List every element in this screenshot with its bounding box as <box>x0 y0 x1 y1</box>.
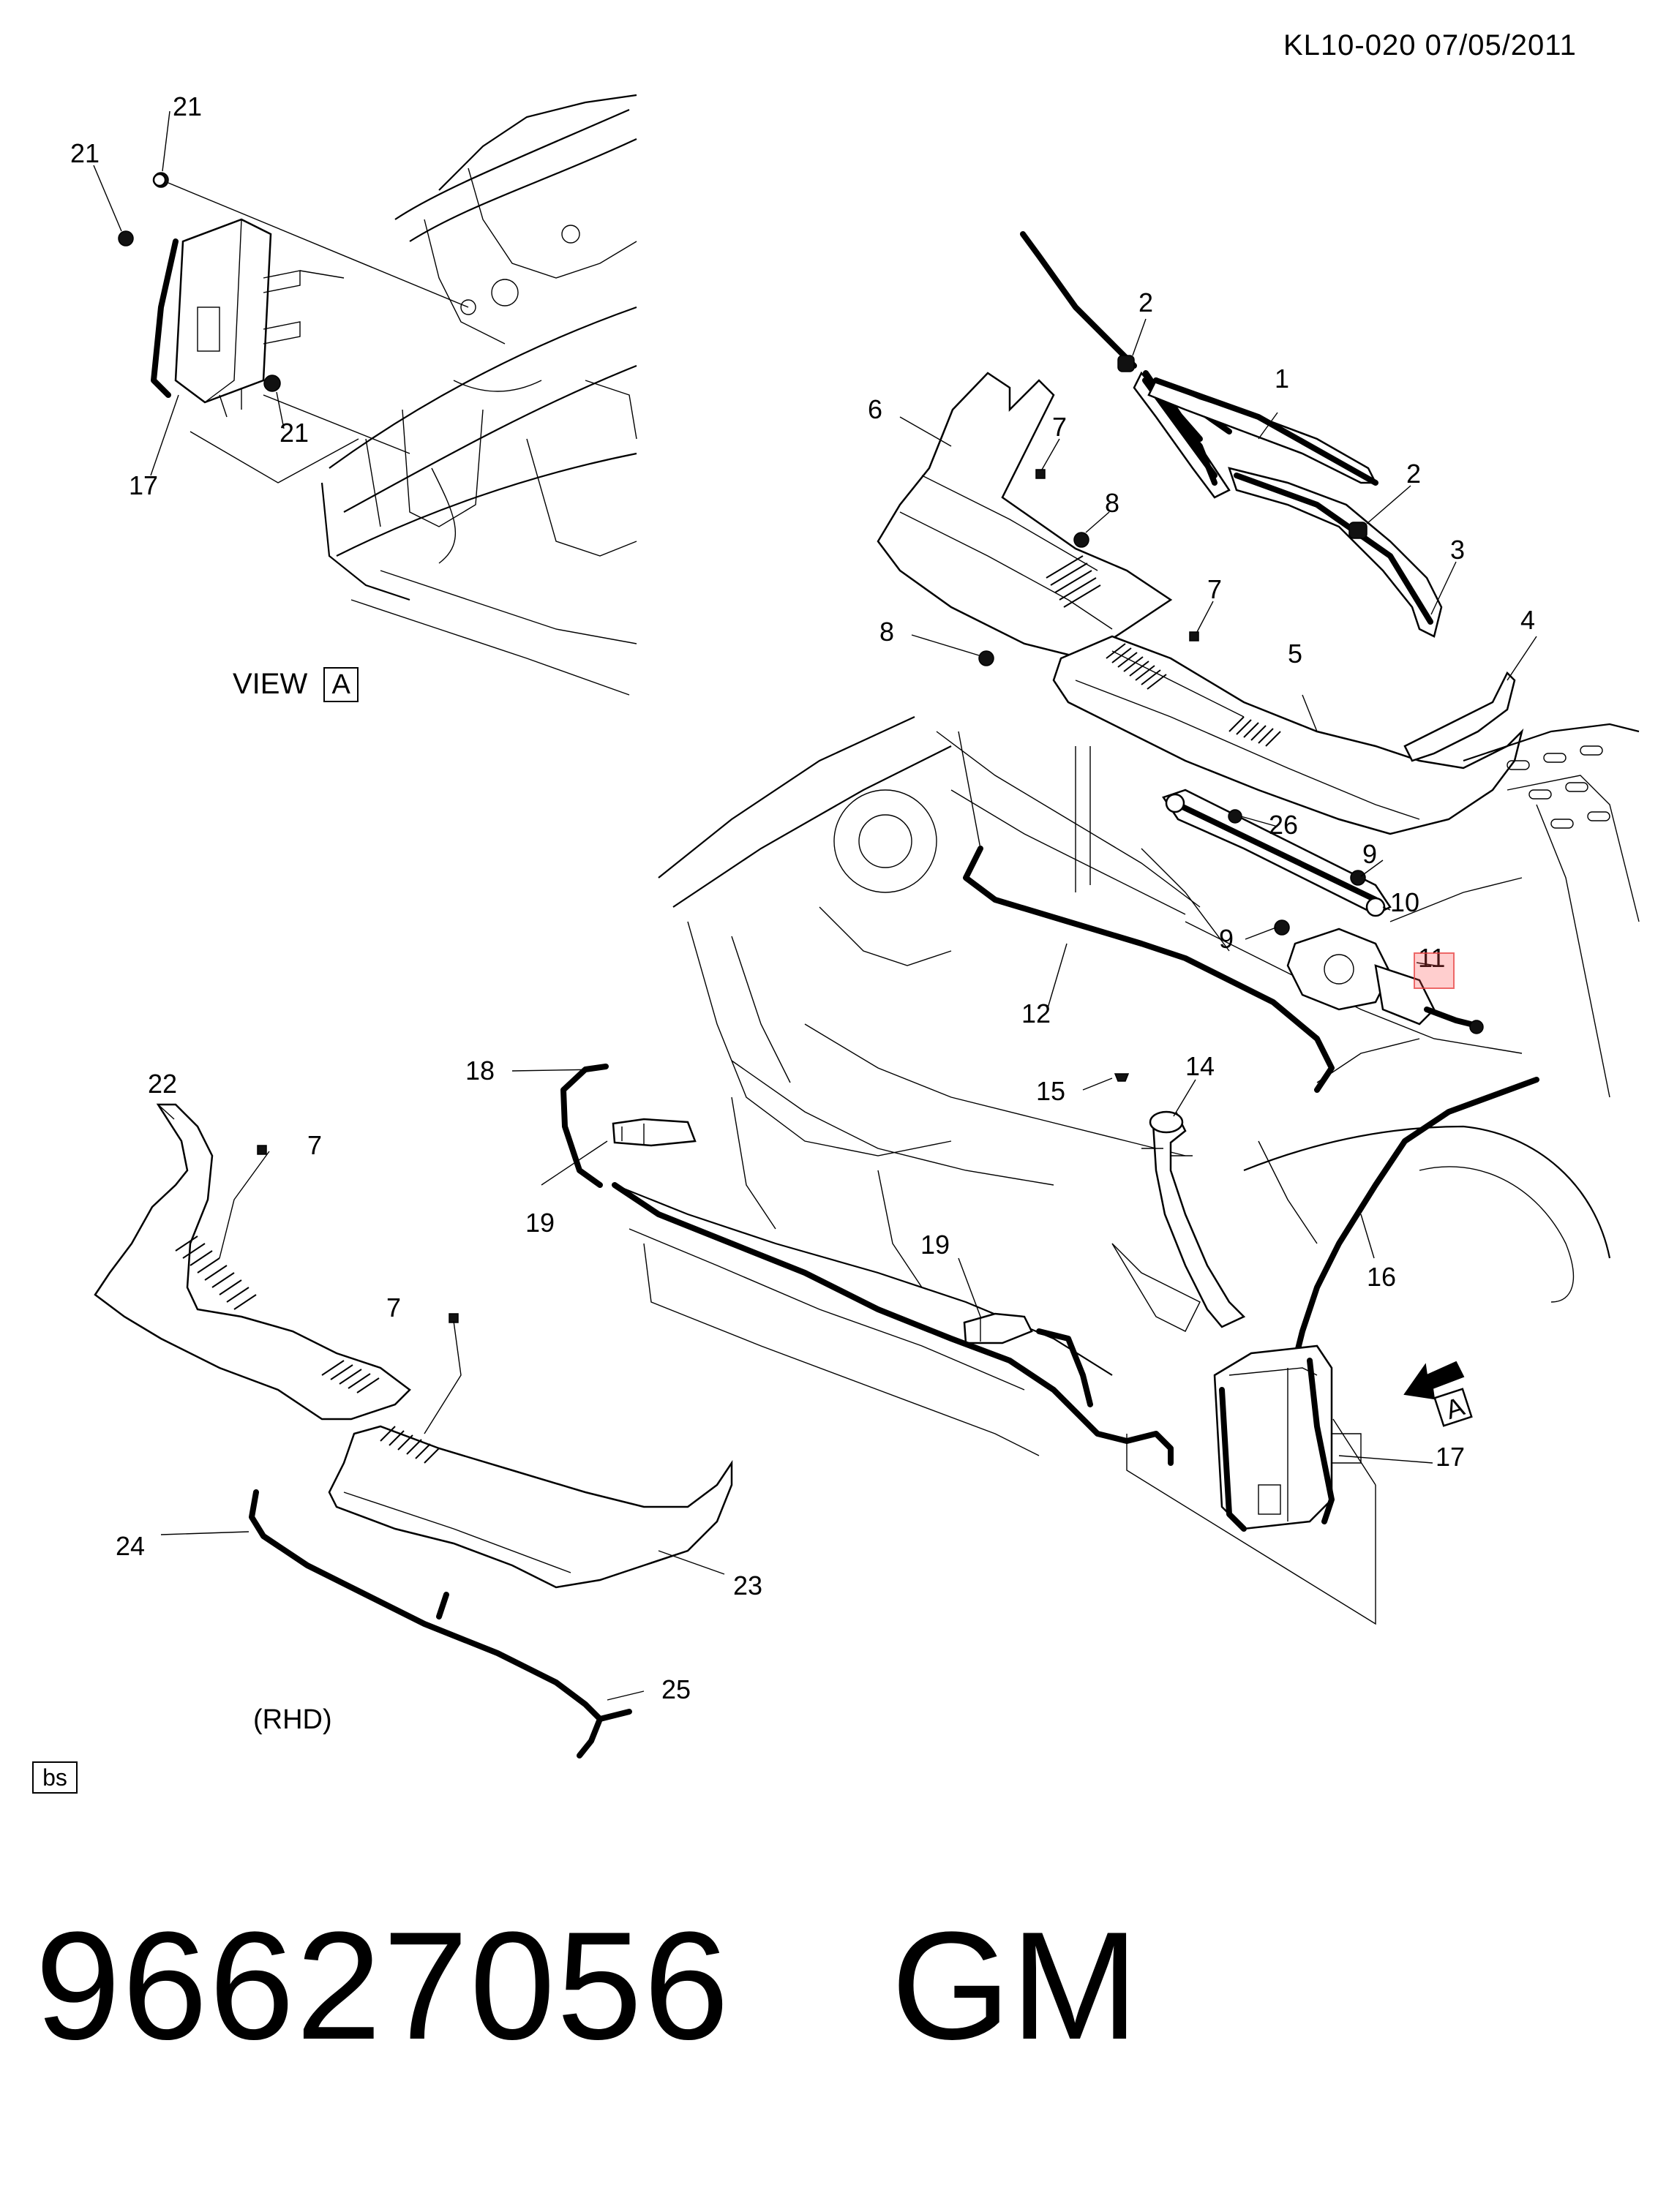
callout-2: 2 <box>1138 287 1153 317</box>
engine-bay-sketch <box>614 716 1640 1456</box>
callout-23: 23 <box>733 1570 762 1600</box>
callout-4: 4 <box>1520 605 1535 635</box>
document-id: KL10-020 07/05/2011 <box>1283 29 1577 61</box>
callout-21: 21 <box>280 418 309 448</box>
callout-16: 16 <box>1367 1262 1396 1292</box>
wiper-arm-and-blade <box>1020 231 1443 638</box>
callout-3: 3 <box>1450 535 1465 565</box>
callout-21: 21 <box>173 91 202 121</box>
wiper-motor <box>1286 928 1484 1034</box>
view-label-text: VIEW <box>233 668 308 700</box>
callout-7: 7 <box>1207 574 1222 604</box>
bolt-9-icon <box>1274 919 1290 936</box>
cap-2-icon <box>1117 355 1135 372</box>
grille-vent <box>1046 555 1101 608</box>
callout-24: 24 <box>116 1531 145 1561</box>
view-a-arrow <box>1403 1361 1473 1427</box>
rhd-label: (RHD) <box>253 1704 332 1735</box>
vent-slots <box>1507 745 1610 829</box>
bolt-26-icon <box>1228 809 1242 824</box>
callout-7: 7 <box>1052 412 1067 442</box>
rhd-inset <box>94 1103 733 1758</box>
callout-17: 17 <box>129 470 158 500</box>
washer-hose-12 <box>963 846 1335 1093</box>
screw-15-icon <box>1114 1073 1130 1082</box>
callout-8: 8 <box>1105 488 1119 518</box>
view-a-inset <box>93 94 637 696</box>
bolt-9-icon <box>1350 870 1366 886</box>
callout-numbers: 1 2 2 3 4 5 6 7 7 8 8 26 9 10 9 11 12 14… <box>70 91 1535 1704</box>
callout-19: 19 <box>920 1230 950 1260</box>
grille-vent <box>1106 643 1281 747</box>
view-label-box: A <box>323 667 359 702</box>
callout-15: 15 <box>1036 1076 1065 1106</box>
callout-9: 9 <box>1219 924 1234 954</box>
callout-26: 26 <box>1269 810 1298 840</box>
callout-25: 25 <box>661 1674 691 1704</box>
cowl-panel-23 <box>328 1425 733 1589</box>
nut-21-icon <box>118 230 134 247</box>
callout-10: 10 <box>1390 887 1419 917</box>
brand-name: GM <box>891 1900 1139 2072</box>
bs-badge: bs <box>32 1761 78 1794</box>
grille-vent <box>175 1235 380 1393</box>
clip-7-icon <box>257 1145 267 1155</box>
washer-reservoir <box>1213 1344 1362 1532</box>
grille-vent <box>380 1426 440 1464</box>
cap-2-icon <box>1348 522 1368 539</box>
leader-lines <box>157 318 1537 1701</box>
callout-1: 1 <box>1275 364 1289 394</box>
callout-22: 22 <box>148 1069 177 1099</box>
washer-hose-16 <box>1292 1077 1539 1363</box>
view-a-label: VIEW A <box>233 667 359 702</box>
bolt-8-icon <box>1073 532 1089 548</box>
cowl-panel-22 <box>94 1103 411 1421</box>
callout-19: 19 <box>525 1208 555 1238</box>
washer-hose-main <box>612 1182 1174 1466</box>
callout-12: 12 <box>1021 998 1051 1028</box>
washer-nozzle-19 <box>963 1312 1033 1344</box>
callout-9: 9 <box>1362 839 1377 869</box>
callout-5: 5 <box>1288 639 1302 669</box>
wiper-linkage <box>1162 789 1392 917</box>
clip-7-icon <box>1035 469 1046 479</box>
callout-7: 7 <box>386 1293 401 1323</box>
washer-hose-24-25 <box>249 1489 603 1758</box>
washer-reservoir-inset <box>151 218 301 418</box>
part-number: 96627056 <box>35 1900 731 2072</box>
callout-6: 6 <box>868 394 882 424</box>
callout-21: 21 <box>70 138 100 168</box>
bolt-8-icon <box>978 650 994 666</box>
callout-11-highlight <box>1414 952 1455 989</box>
callout-14: 14 <box>1185 1051 1215 1081</box>
nut-21-icon <box>263 375 281 392</box>
clip-7-icon <box>1189 631 1199 642</box>
callout-2: 2 <box>1406 459 1421 489</box>
callout-7: 7 <box>307 1130 322 1160</box>
washer-hose-18 <box>560 1064 609 1188</box>
callout-17: 17 <box>1436 1442 1465 1472</box>
washer-nozzle-19 <box>612 1118 697 1147</box>
front-structure-sketch <box>320 94 637 696</box>
cowl-end-piece-4 <box>1403 671 1516 762</box>
callout-18: 18 <box>465 1056 495 1086</box>
callout-11: 11 <box>1418 943 1445 973</box>
callout-8: 8 <box>879 617 894 647</box>
cowl-panel-6 <box>877 372 1173 660</box>
filler-neck <box>1141 1110 1246 1328</box>
